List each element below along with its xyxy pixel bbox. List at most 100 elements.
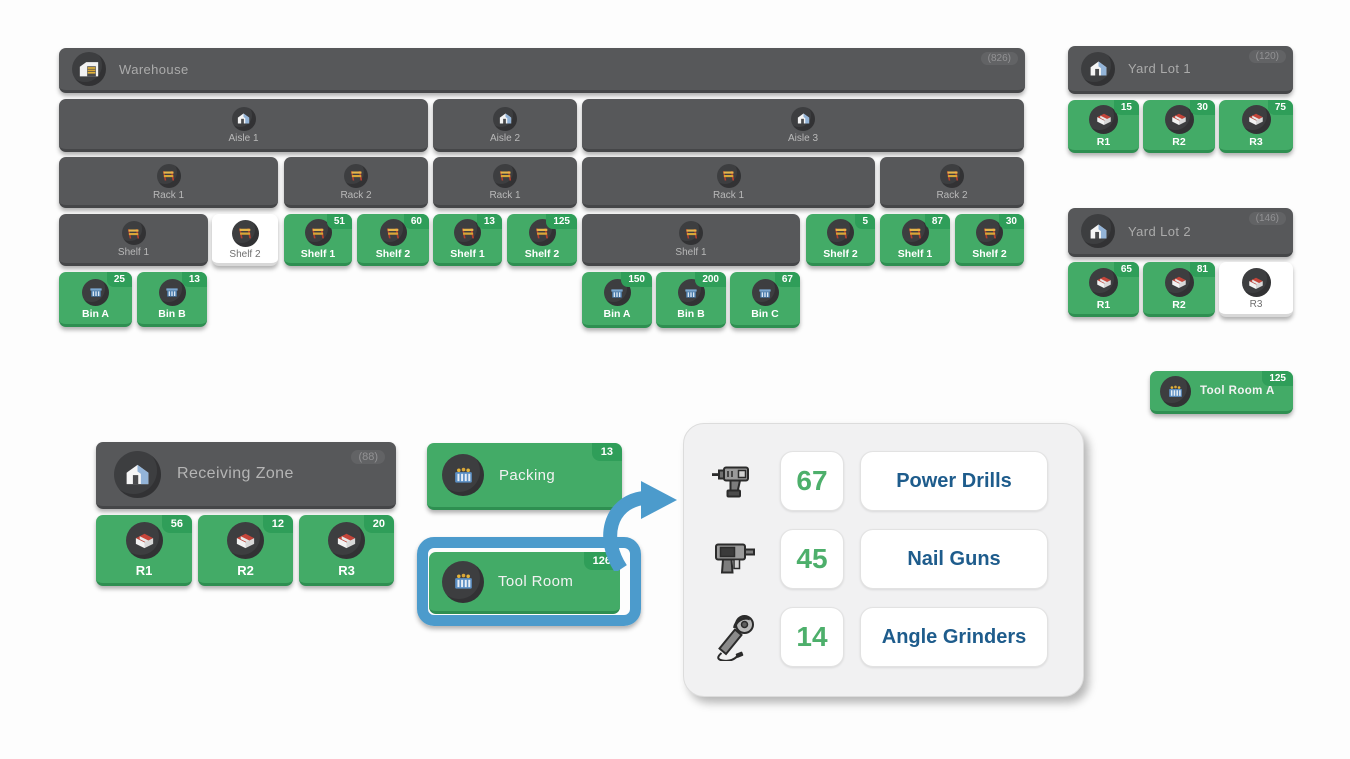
- node-rack-a3-r2[interactable]: Rack 2: [880, 157, 1024, 208]
- node-shelf-a2r1-s2[interactable]: 125 Shelf 2: [507, 214, 577, 266]
- node-tool-room-a[interactable]: 125 Tool Room A: [1150, 371, 1293, 414]
- node-receiving-r1[interactable]: 56 R1: [96, 515, 192, 586]
- node-packing[interactable]: 13 Packing: [427, 443, 622, 510]
- node-label: Rack 2: [936, 189, 968, 201]
- node-label: Yard Lot 2: [1128, 223, 1192, 239]
- node-shelf-a1r1-s2[interactable]: Shelf 2: [212, 214, 278, 266]
- node-label: R3: [1249, 299, 1263, 310]
- node-yard-lot-1[interactable]: Yard Lot 1 (120): [1068, 46, 1293, 94]
- node-shelf-a2r1-s1[interactable]: 13 Shelf 1: [433, 214, 502, 266]
- node-yard-lot-2[interactable]: Yard Lot 2 (146): [1068, 208, 1293, 257]
- node-shelf-a3r2-s2[interactable]: 30 Shelf 2: [955, 214, 1024, 266]
- pallet-icon: [1089, 267, 1118, 297]
- node-label: Bin A: [81, 307, 110, 320]
- node-aisle-3[interactable]: Aisle 3: [582, 99, 1024, 152]
- node-label: Shelf 1: [675, 247, 707, 258]
- item-name-box: Nail Guns: [860, 529, 1048, 589]
- node-label: Aisle 3: [787, 132, 818, 144]
- item-name: Nail Guns: [907, 547, 1001, 570]
- crate-icon: [1160, 375, 1191, 407]
- node-yard2-r1[interactable]: 65 R1: [1068, 262, 1139, 317]
- node-yard2-r2[interactable]: 81 R2: [1143, 262, 1215, 317]
- node-aisle-2[interactable]: Aisle 2: [433, 99, 577, 152]
- house-icon: [1081, 51, 1115, 86]
- pallet-icon: [1164, 267, 1194, 297]
- item-row-power-drills: 67 Power Drills: [706, 451, 1048, 511]
- crate-icon: [442, 454, 484, 496]
- count-badge: 13: [181, 272, 207, 287]
- item-quantity: 67: [796, 465, 828, 496]
- node-bin-a-aisle3[interactable]: 150 Bin A: [582, 272, 652, 328]
- node-bin-b[interactable]: 13 Bin B: [137, 272, 207, 327]
- count-badge: 20: [363, 515, 394, 533]
- node-rack-a1-r2[interactable]: Rack 2: [284, 157, 428, 208]
- node-shelf-a1r2-s2[interactable]: 60 Shelf 2: [357, 214, 429, 266]
- node-receiving-r3[interactable]: 20 R3: [299, 515, 394, 586]
- node-label: Warehouse: [119, 61, 189, 77]
- item-name: Angle Grinders: [881, 625, 1027, 648]
- item-quantity: 45: [796, 543, 828, 574]
- pallet-icon: [125, 522, 163, 559]
- node-label: R3: [338, 563, 355, 578]
- node-warehouse[interactable]: Warehouse (826): [59, 48, 1025, 93]
- count-badge: 56: [161, 515, 192, 533]
- node-label: R2: [1172, 298, 1186, 311]
- item-quantity-box: 45: [780, 529, 844, 589]
- node-aisle-1[interactable]: Aisle 1: [59, 99, 428, 152]
- count-badge: (826): [980, 52, 1018, 65]
- count-badge: 65: [1113, 262, 1139, 277]
- node-label: Shelf 1: [897, 248, 933, 260]
- node-receiving-r2[interactable]: 12 R2: [198, 515, 293, 586]
- pallet-icon: [1241, 268, 1271, 297]
- node-shelf-a3r1-s2[interactable]: 5 Shelf 2: [806, 214, 875, 266]
- node-rack-a2-r1[interactable]: Rack 1: [433, 157, 577, 208]
- node-yard1-r1[interactable]: 15 R1: [1068, 100, 1139, 153]
- pallet-icon: [328, 522, 365, 559]
- node-yard1-r2[interactable]: 30 R2: [1143, 100, 1215, 153]
- bin-icon: [751, 279, 779, 306]
- count-badge: 13: [476, 214, 502, 229]
- node-yard2-r3[interactable]: R3: [1219, 262, 1293, 317]
- node-tool-room[interactable]: 126 Tool Room: [429, 552, 620, 614]
- count-badge: 12: [262, 515, 293, 533]
- shelf-icon: [231, 219, 259, 247]
- count-badge: 81: [1189, 262, 1215, 277]
- node-receiving-zone[interactable]: Receiving Zone (88): [96, 442, 396, 509]
- item-quantity-box: 14: [780, 607, 844, 667]
- node-rack-a3-r1[interactable]: Rack 1: [582, 157, 875, 208]
- node-label: Bin C: [751, 308, 779, 320]
- node-label: Shelf 1: [450, 248, 485, 260]
- count-badge: (88): [351, 450, 385, 464]
- node-shelf-a1r1-s1[interactable]: Shelf 1: [59, 214, 208, 266]
- node-label: Bin B: [677, 308, 705, 320]
- node-label: R1: [1096, 135, 1111, 148]
- rack-icon: [940, 163, 964, 188]
- count-badge: 51: [326, 214, 352, 229]
- node-label: Aisle 2: [489, 132, 520, 144]
- node-shelf-a3r2-s1[interactable]: 87 Shelf 1: [880, 214, 950, 266]
- count-badge: (120): [1248, 50, 1286, 63]
- node-label: Packing: [499, 466, 556, 484]
- pallet-icon: [1164, 104, 1194, 134]
- node-yard1-r3[interactable]: 75 R3: [1219, 100, 1293, 153]
- node-label: R1: [135, 563, 153, 578]
- count-badge: 75: [1267, 100, 1293, 115]
- node-shelf-a1r2-s1[interactable]: 51 Shelf 1: [284, 214, 352, 266]
- house-icon: [1081, 214, 1115, 248]
- count-badge: 125: [1262, 371, 1293, 386]
- node-bin-b-aisle3[interactable]: 200 Bin B: [656, 272, 726, 328]
- aisle-icon: [791, 106, 815, 131]
- node-shelf-a3r1-s1[interactable]: Shelf 1: [582, 214, 800, 266]
- count-badge: 30: [1189, 100, 1215, 115]
- node-bin-a[interactable]: 25 Bin A: [59, 272, 132, 327]
- shelf-icon: [679, 221, 703, 245]
- aisle-icon: [231, 106, 256, 131]
- pallet-icon: [227, 522, 264, 559]
- shelf-icon: [379, 219, 407, 246]
- rack-icon: [344, 163, 368, 188]
- node-bin-c-aisle3[interactable]: 67 Bin C: [730, 272, 800, 328]
- bin-icon: [82, 278, 109, 306]
- item-name: Power Drills: [896, 469, 1012, 492]
- node-rack-a1-r1[interactable]: Rack 1: [59, 157, 278, 208]
- bin-icon: [158, 278, 186, 306]
